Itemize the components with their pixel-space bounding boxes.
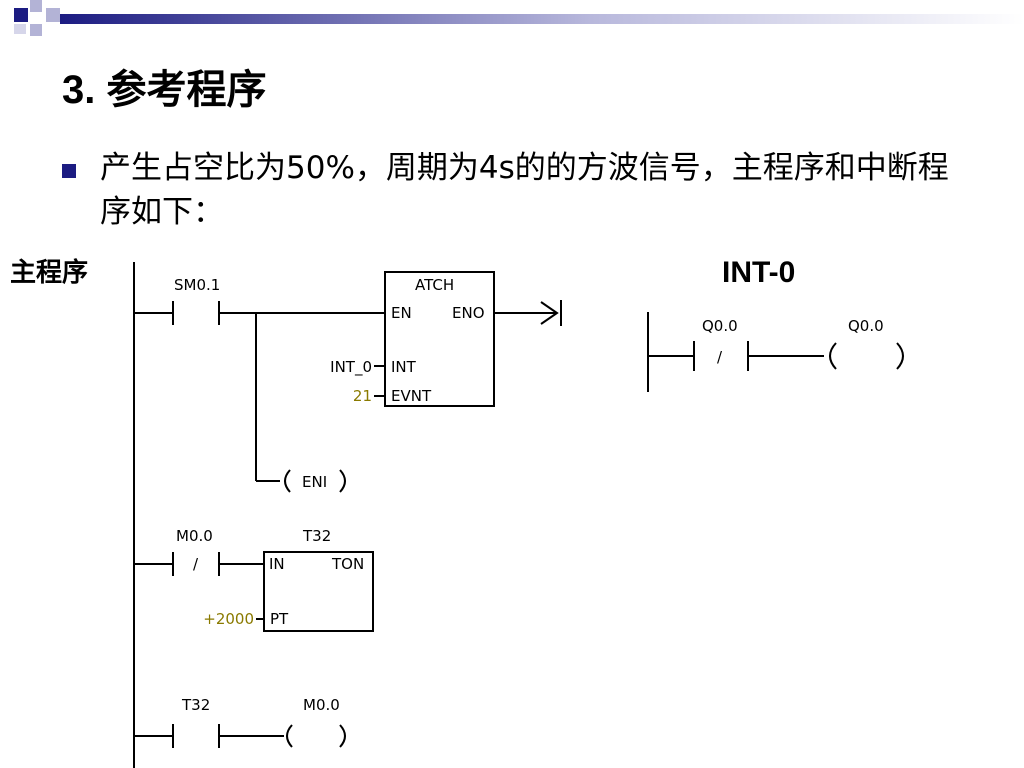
q00-coil-right (896, 342, 904, 370)
m00-contact-label: M0.0 (176, 527, 213, 545)
evnt-value: 21 (353, 387, 372, 405)
atch-box (384, 271, 495, 407)
t32-box (263, 551, 374, 632)
eni-coil-left (284, 469, 291, 493)
eni-coil-right (339, 469, 346, 493)
header-decoration (14, 0, 1024, 36)
atch-title: ATCH (415, 276, 454, 294)
eni-coil-label: ENI (302, 473, 327, 491)
m00-coil-label: M0.0 (303, 696, 340, 714)
main-program-label: 主程序 (10, 258, 89, 288)
int-negated-symbol: / (717, 348, 723, 366)
slide-title: 3. 参考程序 (62, 68, 267, 112)
ton-label: TON (331, 555, 364, 573)
sm01-label: SM0.1 (174, 276, 220, 294)
int-pin-label: INT (391, 358, 417, 376)
int-coil-label: Q0.0 (848, 317, 884, 335)
int-value: INT_0 (330, 358, 372, 377)
pt-value: +2000 (203, 610, 254, 628)
t32-title: T32 (302, 527, 331, 545)
in-pin-label: IN (269, 555, 285, 573)
eno-arrow (540, 301, 559, 325)
m00-coil-right (339, 724, 346, 748)
eno-pin-label: ENO (452, 304, 485, 322)
pt-pin-label: PT (270, 610, 289, 628)
bullet-square-icon (62, 164, 76, 178)
m00-coil-left (286, 724, 293, 748)
evnt-pin-label: EVNT (391, 387, 432, 405)
int-contact-label: Q0.0 (702, 317, 738, 335)
t32-contact-label: T32 (181, 696, 210, 714)
en-pin-label: EN (391, 304, 412, 322)
bullet-text: 产生占空比为50%，周期为4s的的方波信号，主程序和中断程序如下： (100, 150, 949, 230)
m00-negated-symbol: / (193, 555, 199, 573)
interrupt-program-label: INT-0 (722, 256, 796, 289)
q00-coil-left (829, 342, 837, 370)
